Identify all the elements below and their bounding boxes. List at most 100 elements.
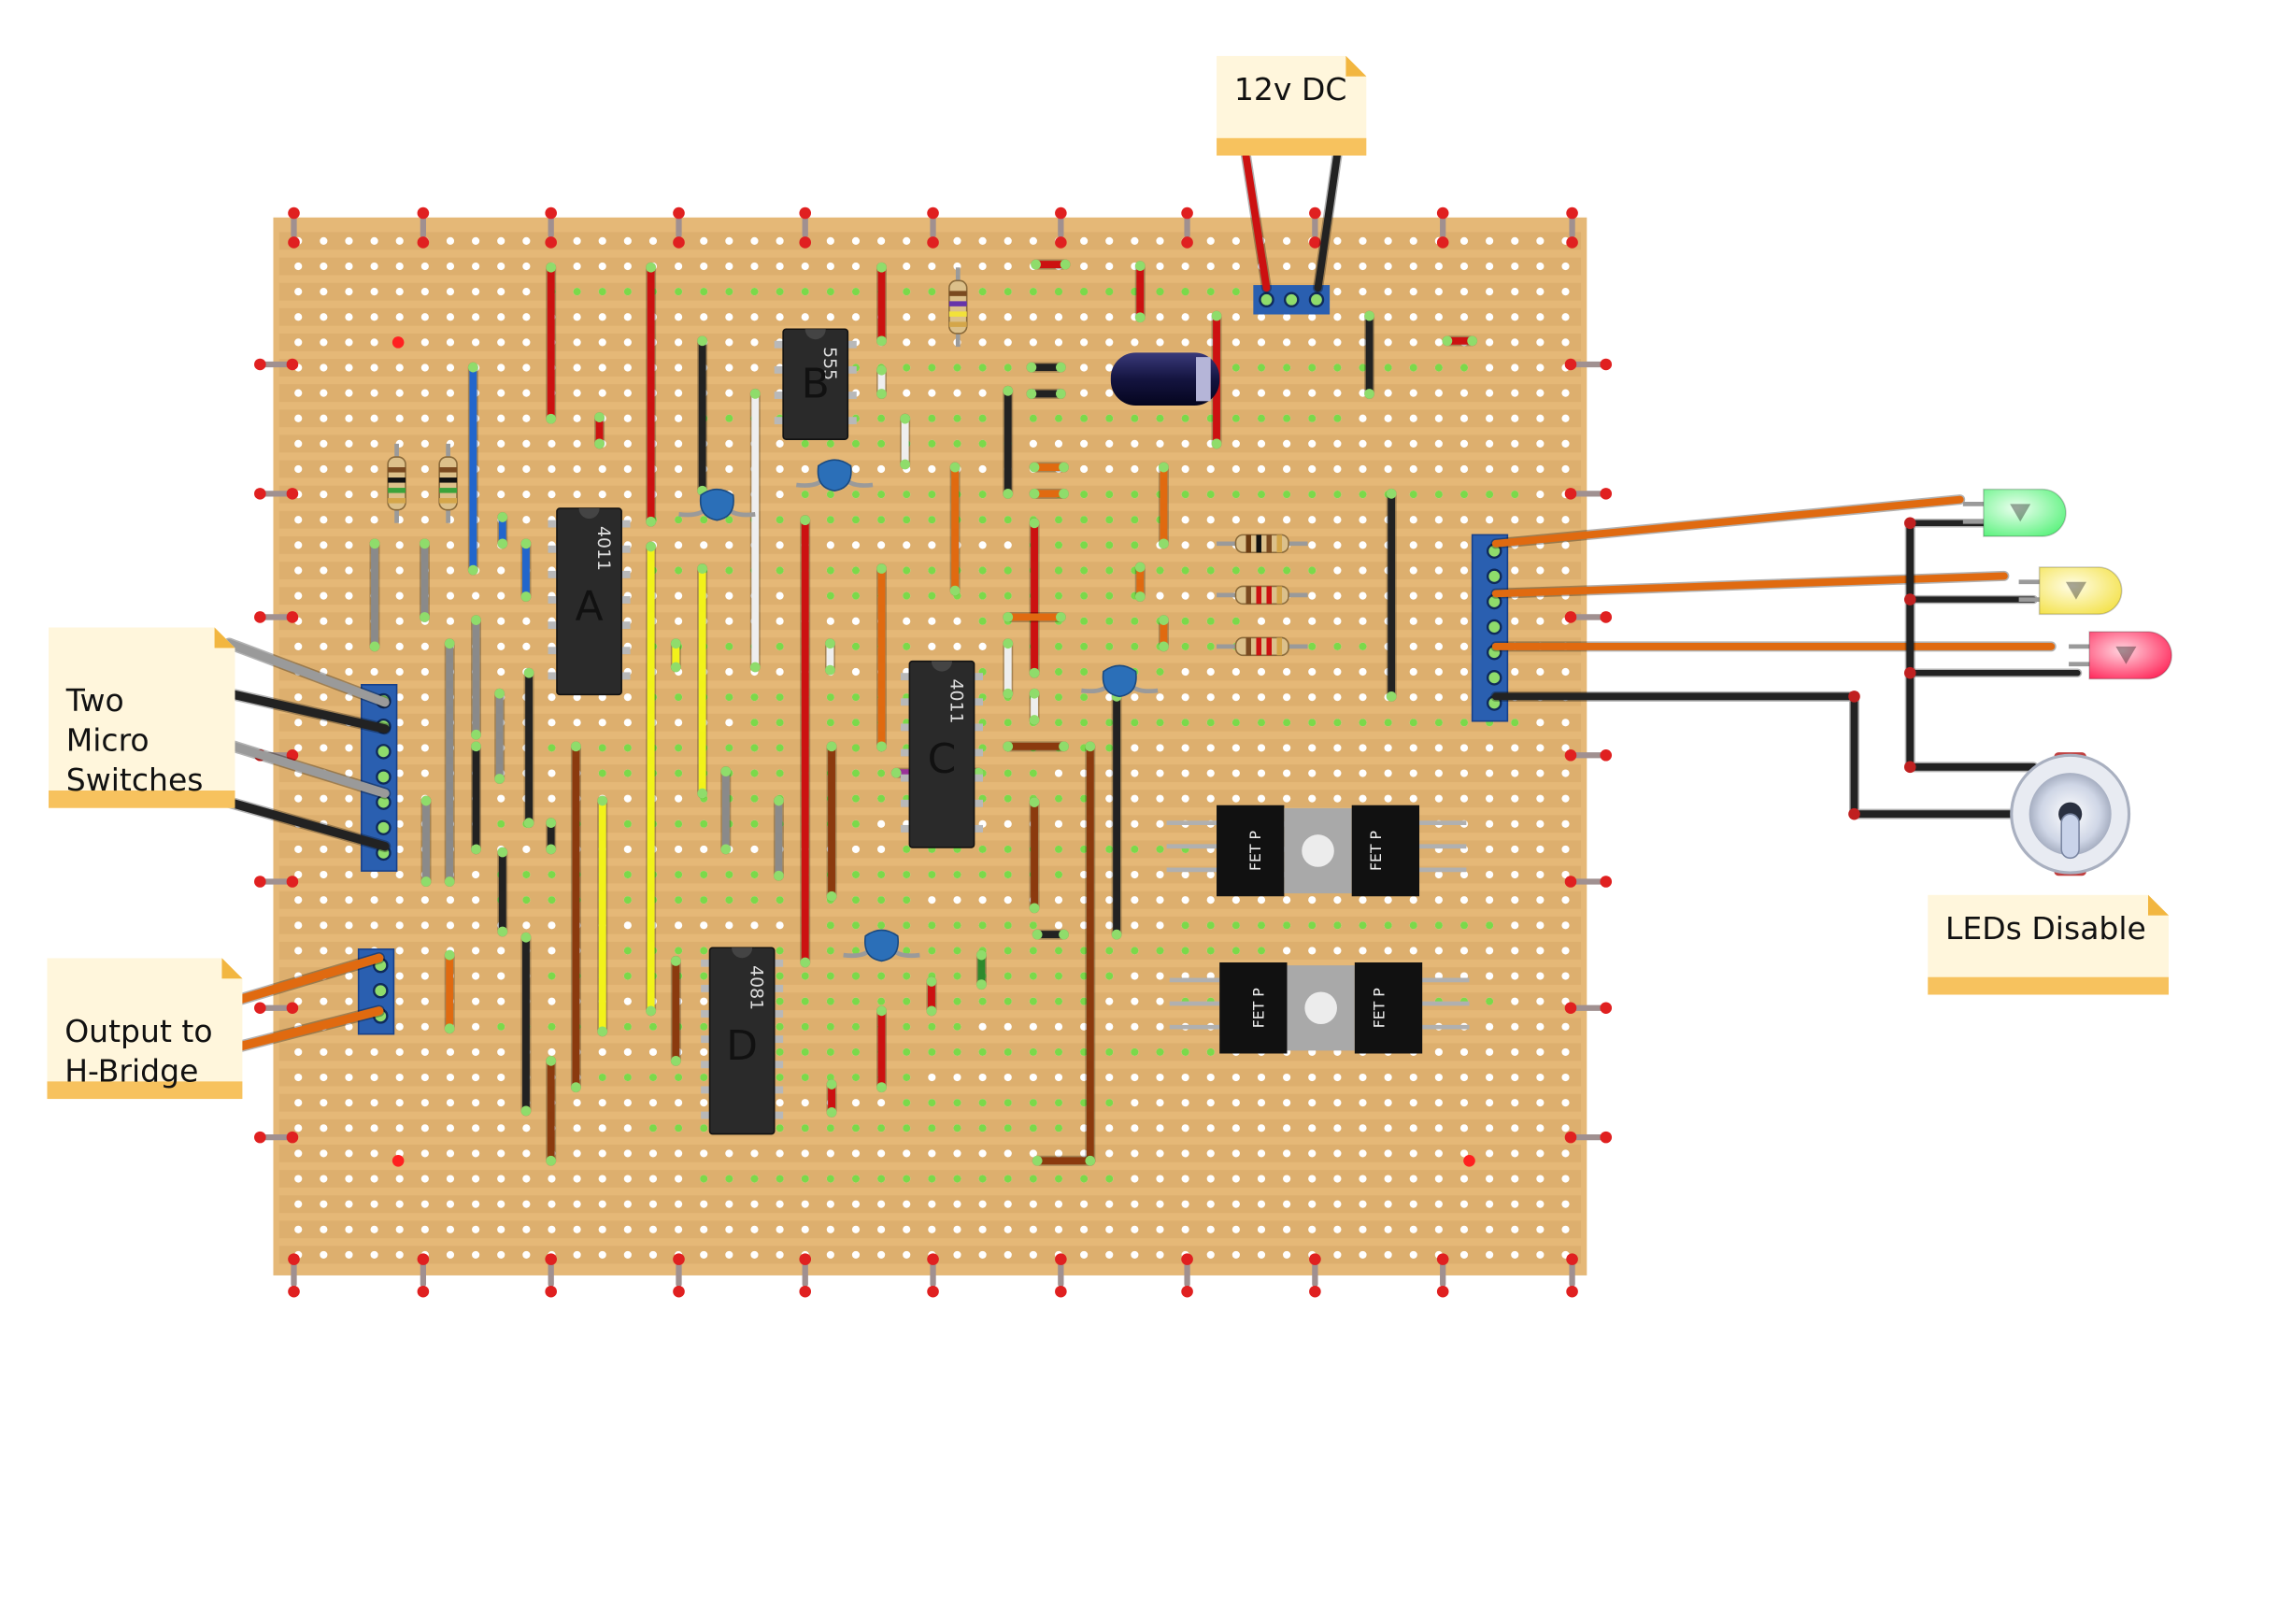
wire-end — [697, 563, 708, 574]
board-hole — [345, 1124, 353, 1133]
jumper-wire — [773, 795, 784, 881]
board-hole — [776, 921, 784, 930]
connected-hole — [1105, 744, 1114, 752]
edge-pin-head — [1181, 1285, 1193, 1298]
fet-marking: FET P — [1370, 988, 1388, 1028]
board-hole — [1434, 313, 1443, 321]
board-hole — [573, 1250, 581, 1260]
board-hole — [928, 1073, 936, 1082]
connected-hole — [1054, 1175, 1063, 1183]
connected-hole — [851, 1073, 861, 1082]
board-hole — [1459, 389, 1469, 397]
board-hole — [1409, 896, 1417, 905]
board-hole — [675, 617, 683, 625]
connected-hole — [1231, 719, 1240, 727]
connected-hole — [573, 288, 581, 296]
board-hole — [1181, 541, 1189, 549]
connected-hole — [1257, 947, 1266, 955]
board-hole — [420, 1099, 429, 1107]
board-hole — [345, 845, 353, 853]
connected-hole — [826, 1073, 834, 1082]
board-hole — [345, 516, 353, 524]
board-hole — [446, 566, 455, 575]
board-hole — [1283, 1200, 1291, 1208]
connected-hole — [826, 947, 834, 955]
board-hole — [497, 439, 505, 448]
connected-hole — [1054, 693, 1063, 702]
board-hole — [1308, 947, 1317, 955]
board-hole — [446, 313, 455, 321]
wire-end — [826, 890, 837, 902]
board-hole — [1156, 1149, 1164, 1158]
board-hole — [1080, 262, 1089, 271]
board-hole — [320, 1149, 328, 1158]
board-hole — [598, 1250, 606, 1260]
screw-terminal-leds — [1471, 534, 1509, 722]
resistor-band — [388, 488, 406, 493]
ic-pin — [900, 698, 913, 706]
board-hole — [1131, 921, 1139, 930]
edge-pin-head — [288, 236, 300, 249]
edge-pin-head — [254, 876, 266, 888]
connected-hole — [953, 439, 961, 448]
led-wire-green — [1491, 495, 1964, 548]
ic-part-number: 4011 — [946, 678, 966, 723]
board-hole — [294, 896, 303, 905]
board-hole — [320, 1073, 328, 1082]
board-hole — [675, 491, 683, 499]
connected-hole — [776, 642, 784, 650]
jumper-wire — [876, 262, 888, 347]
wire-end — [876, 1005, 887, 1017]
connected-hole — [1206, 491, 1215, 499]
board-hole — [1459, 1175, 1469, 1183]
board-hole — [446, 414, 455, 422]
connected-hole — [851, 288, 861, 296]
board-hole — [395, 642, 404, 650]
connected-hole — [1105, 845, 1114, 853]
board-hole — [598, 1149, 606, 1158]
board-hole — [623, 1175, 632, 1183]
board-hole — [1511, 1200, 1519, 1208]
leds-note: LEDs Disable — [1928, 895, 2169, 995]
board-hole — [1486, 870, 1494, 879]
connected-hole — [700, 819, 708, 828]
connected-hole — [1080, 972, 1089, 980]
board-hole — [978, 1200, 987, 1208]
ic-notch — [931, 661, 952, 672]
wire-end — [1159, 641, 1169, 652]
board-hole — [725, 541, 733, 549]
wire-end — [1055, 362, 1066, 373]
board-hole — [1283, 1175, 1291, 1183]
board-hole — [1359, 947, 1367, 955]
board-hole — [1409, 414, 1417, 422]
board-hole — [675, 464, 683, 474]
board-hole — [1004, 896, 1012, 905]
edge-pin-head — [673, 207, 685, 220]
board-hole — [1511, 769, 1519, 777]
board-hole — [320, 414, 328, 422]
resistor-band — [439, 467, 458, 473]
board-hole — [1105, 363, 1114, 372]
board-hole — [1561, 794, 1570, 803]
connected-hole — [1029, 947, 1037, 955]
board-hole — [700, 1099, 708, 1107]
board-hole — [472, 947, 480, 955]
board-hole — [1511, 262, 1519, 271]
board-hole — [1511, 516, 1519, 524]
board-hole — [877, 1225, 886, 1233]
board-hole — [522, 1175, 531, 1183]
board-hole — [573, 439, 581, 448]
connected-hole — [776, 972, 784, 980]
resistor — [948, 267, 968, 348]
wire-bend-point — [1903, 761, 1916, 774]
board-hole — [1181, 1073, 1189, 1082]
connected-hole — [877, 896, 886, 905]
connected-hole — [851, 870, 861, 879]
board-hole — [1131, 1073, 1139, 1082]
connected-hole — [750, 769, 759, 777]
board-hole — [1409, 794, 1417, 803]
fet-body — [1351, 805, 1420, 897]
board-hole — [345, 389, 353, 397]
board-hole — [1486, 896, 1494, 905]
